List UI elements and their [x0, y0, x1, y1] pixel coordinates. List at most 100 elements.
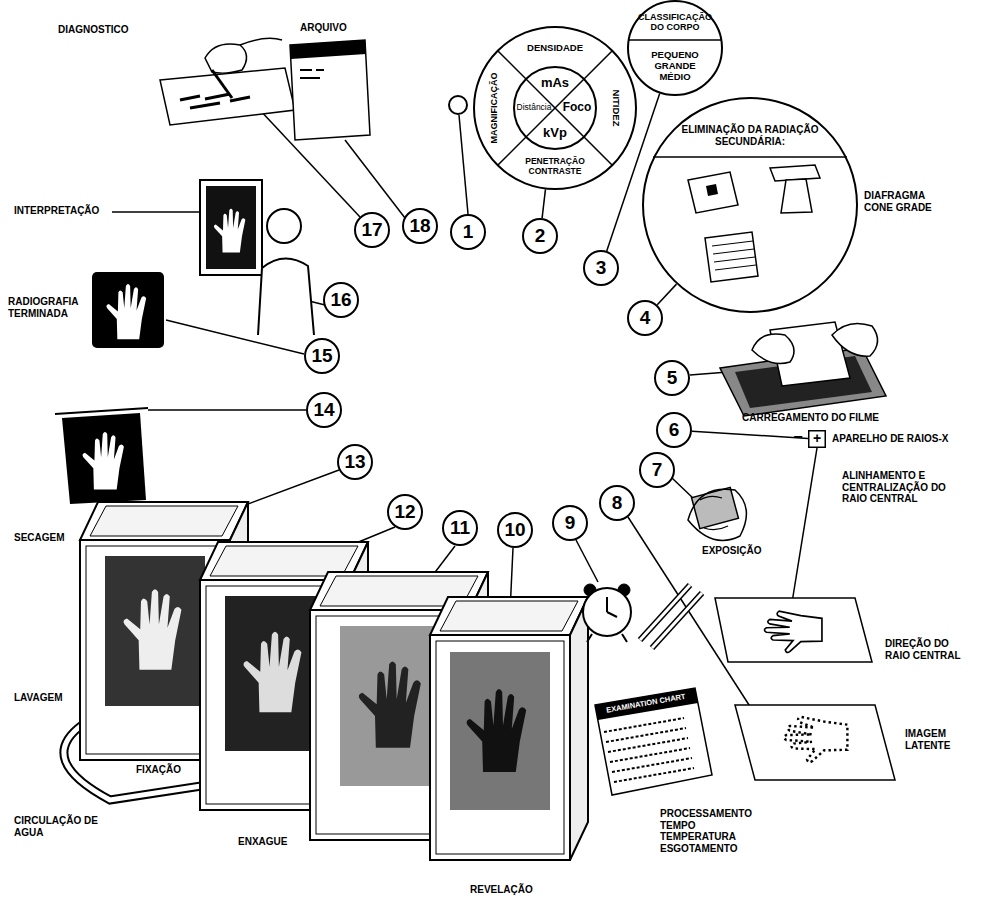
developer-tank [450, 652, 550, 810]
xray-unit-text: + [813, 430, 821, 446]
step-circle: 3 [583, 250, 619, 286]
drying-film [62, 413, 146, 504]
step-circle-outline [388, 495, 422, 529]
step-circle: 1 [450, 214, 486, 250]
scatter-removal-circle: ELIMINAÇÃO DA RADIAÇÃO SECUNDÁRIA: [642, 97, 858, 313]
leader-line [672, 478, 695, 500]
label-text: ALINHAMENTO E CENTRALIZAÇÃO DO RAIO CENT… [842, 470, 972, 505]
factor-text: Foco [563, 101, 592, 115]
label-text: DIREÇÃO DO RAIO CENTRAL [885, 638, 975, 661]
positioning-plate [715, 598, 872, 662]
diagnosis-sketch [160, 68, 295, 125]
classification-text: CLASSIFICAÇÃO DO CORPO [636, 12, 714, 33]
scatter-device [688, 165, 820, 282]
callout-number: 11 [450, 517, 470, 539]
developer-tank [440, 601, 578, 631]
film-loading [752, 334, 794, 364]
diagnosis-sketch [240, 38, 282, 45]
callout-number: 5 [667, 367, 678, 389]
step-circle-outline [451, 215, 485, 249]
factor-text: kVp [543, 126, 567, 141]
divider-line [498, 51, 613, 166]
wash-tank [105, 556, 205, 706]
callout-number: 4 [640, 307, 651, 329]
parameter-text: NITIDEZ [611, 90, 622, 127]
callout-number: 16 [330, 289, 351, 311]
step-circle: 8 [599, 485, 635, 521]
parameter-text: PENETRAÇÃO CONTRASTE [512, 157, 598, 177]
developer-tank [436, 641, 564, 854]
reference-circle [449, 96, 467, 114]
step-circle: 18 [402, 208, 438, 244]
step-circle: 14 [306, 392, 342, 428]
scatter-device [688, 172, 738, 213]
step-circle: 13 [337, 444, 373, 480]
callout-number: 8 [612, 492, 623, 514]
callout-number: 13 [344, 451, 365, 473]
parameter-hub: mAsDistânciaFocokVp [513, 66, 597, 150]
latent-image-plate [735, 705, 895, 780]
drying-film [83, 432, 124, 490]
archive-envelope [290, 40, 370, 140]
label-text: IMAGEM LATENTE [905, 728, 980, 751]
callout-number: 6 [669, 419, 680, 441]
finished-radiograph [106, 284, 146, 339]
diagnosis-sketch [205, 44, 247, 73]
label-text: FIXAÇÃO [136, 764, 181, 776]
exposure-hand [688, 487, 746, 540]
factor-text: Distância [517, 103, 552, 113]
scatter-removal-circle-outline [643, 98, 857, 312]
label-text: DIAFRAGMA CONE GRADE [864, 190, 944, 213]
step-circle-outline [307, 393, 341, 427]
finished-radiograph [92, 272, 164, 348]
parameter-hub-outline [514, 67, 596, 149]
step-circle: 12 [387, 494, 423, 530]
callout-number: 12 [394, 501, 415, 523]
step-circle-outline [355, 213, 389, 247]
drying-film [55, 408, 148, 504]
step-circle: 9 [552, 505, 588, 541]
leader-connector [607, 93, 660, 250]
step-circle: 16 [323, 282, 359, 318]
reference-circle [449, 96, 467, 114]
label-text: LAVAGEM [14, 692, 63, 704]
callout-number: 7 [652, 459, 663, 481]
latent-image-plate [784, 717, 847, 763]
developer-tank [430, 635, 570, 860]
leader-line [148, 409, 306, 411]
step-circle-outline [403, 209, 437, 243]
finished-radiograph [92, 272, 164, 348]
divider-line [498, 51, 613, 166]
callout-number: 9 [565, 512, 576, 534]
step-circle-outline [584, 251, 618, 285]
xray-unit-box-outline [809, 431, 826, 448]
step-circle: 7 [639, 452, 675, 488]
film-loading [832, 323, 878, 356]
exposure-hand [692, 487, 739, 528]
callout-number: 15 [311, 345, 332, 367]
label-text: − [793, 428, 802, 446]
positioning-plate [764, 611, 822, 652]
label-text: ARQUIVO [300, 22, 347, 34]
rinse-tank [359, 661, 421, 747]
label-text: DIAGNOSTICO [58, 24, 129, 36]
leader-connector [692, 431, 808, 438]
fixer-tank [244, 632, 302, 713]
step-circle-outline [657, 413, 691, 447]
scatter-device [712, 241, 756, 270]
exposure-hand [700, 496, 728, 529]
callout-number: 10 [504, 519, 525, 541]
label-text: RADIOGRAFIA TERMINADA [8, 296, 90, 319]
parameter-text: MAGNIFICAÇÃO [489, 73, 499, 144]
step-circle-outline [640, 453, 674, 487]
diagnosis-sketch [180, 94, 250, 108]
callout-number: 3 [596, 257, 607, 279]
label-text: EXPOSIÇÃO [702, 545, 761, 557]
step-circle-outline [324, 283, 358, 317]
viewbox-reader [200, 180, 262, 275]
classification-circle: CLASSIFICAÇÃO DO CORPOPEQUENO GRANDE MÉD… [627, 0, 723, 96]
divider-line [653, 156, 847, 158]
leader-connector [542, 189, 545, 218]
archive-envelope [300, 70, 324, 78]
